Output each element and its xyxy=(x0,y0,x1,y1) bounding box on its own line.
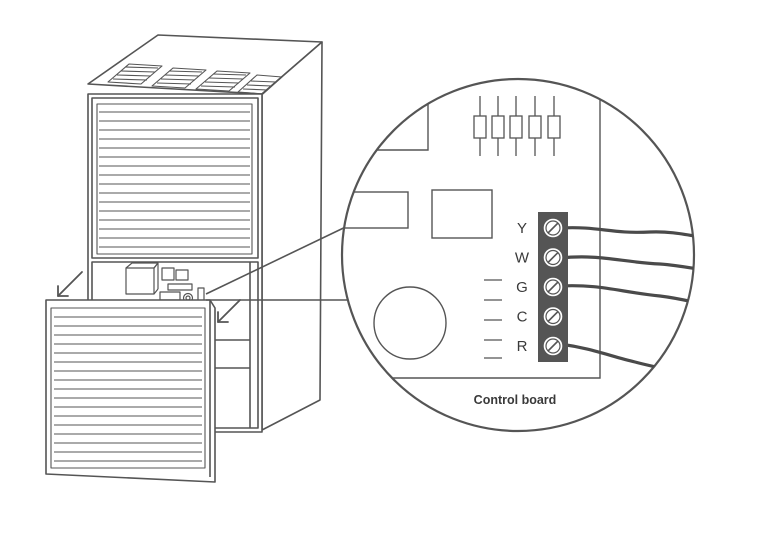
board-capacitor xyxy=(373,286,447,360)
panel-louvers xyxy=(54,316,202,462)
terminal-screw-y xyxy=(542,217,564,239)
terminal-screw-r xyxy=(542,335,564,357)
small-control-board xyxy=(125,262,205,311)
terminal-screw-w xyxy=(542,246,564,269)
terminal-label-g: G xyxy=(516,279,528,296)
terminal-label-c: C xyxy=(517,309,528,326)
magnifier-lens xyxy=(340,77,696,433)
board-traces xyxy=(484,279,502,359)
down-left-arrow xyxy=(57,271,83,297)
resistor xyxy=(473,96,561,156)
wire-w xyxy=(558,255,694,274)
wire-y xyxy=(558,226,694,242)
down-left-arrow-2 xyxy=(217,299,241,323)
wire-g xyxy=(558,284,694,310)
terminal-screws xyxy=(542,217,564,357)
upper-panel xyxy=(91,97,259,259)
upper-louvers xyxy=(99,111,250,248)
terminal-label-r: R xyxy=(517,338,528,355)
terminal-screw-c xyxy=(542,305,564,328)
terminal-screw-g xyxy=(542,276,564,298)
terminal-label-w: W xyxy=(515,250,530,267)
removed-panel xyxy=(45,299,216,483)
furnace-side xyxy=(261,41,323,431)
board-chip xyxy=(431,189,493,239)
terminal-label-y: Y xyxy=(517,220,527,237)
terminal-strip xyxy=(538,212,568,362)
caption: Control board xyxy=(474,393,557,407)
callout-line-top xyxy=(205,221,357,295)
top-vents xyxy=(107,63,283,95)
